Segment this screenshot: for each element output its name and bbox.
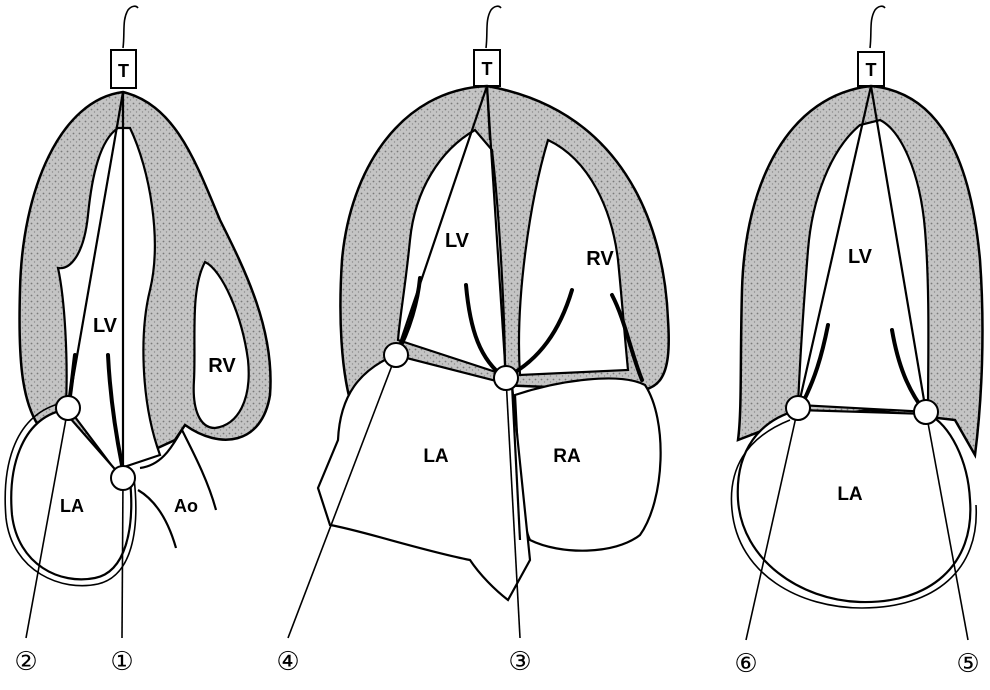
transducer-label-middle: T: [482, 59, 493, 79]
ra-label-middle: RA: [553, 446, 581, 467]
marker-5-right: ⑤: [956, 649, 979, 679]
aorta-lower-left: [138, 490, 176, 548]
marker-1-left: ①: [110, 647, 133, 677]
la-chamber-right: [738, 410, 971, 602]
sample-point-5-right: [914, 400, 938, 424]
transducer-label-left: T: [118, 61, 129, 81]
lv-label-middle: LV: [445, 230, 470, 252]
sample-point-1-left: [111, 466, 135, 490]
sample-point-6-right: [786, 396, 810, 420]
sample-point-4-middle: [384, 343, 408, 367]
la-label-right: LA: [837, 484, 863, 505]
la-label-left: LA: [60, 496, 84, 516]
rv-label-middle: RV: [586, 248, 614, 270]
la-label-middle: LA: [423, 446, 449, 467]
lv-label-left: LV: [93, 315, 118, 337]
marker-4-middle: ④: [276, 647, 299, 677]
marker-2-left: ②: [14, 647, 37, 677]
probe-cable-left: [123, 6, 138, 48]
sample-point-3-middle: [494, 366, 518, 390]
transducer-label-right: T: [866, 60, 877, 80]
ra-chamber-middle: [515, 378, 661, 550]
view-left: T LV RV LA Ao ② ①: [5, 6, 270, 677]
marker-3-middle: ③: [508, 647, 531, 677]
view-right: T LV LA ⑥ ⑤: [731, 6, 982, 679]
pointer-1-left: [122, 478, 123, 638]
rv-label-left: RV: [208, 355, 236, 377]
probe-cable-right: [870, 6, 885, 48]
ao-label-left: Ao: [174, 496, 198, 516]
view-middle: T LV RV LA RA ④ ③: [276, 6, 668, 677]
sample-point-2-left: [56, 396, 80, 420]
lv-label-right: LV: [848, 246, 873, 268]
marker-6-right: ⑥: [734, 649, 757, 679]
probe-cable-middle: [486, 6, 501, 48]
